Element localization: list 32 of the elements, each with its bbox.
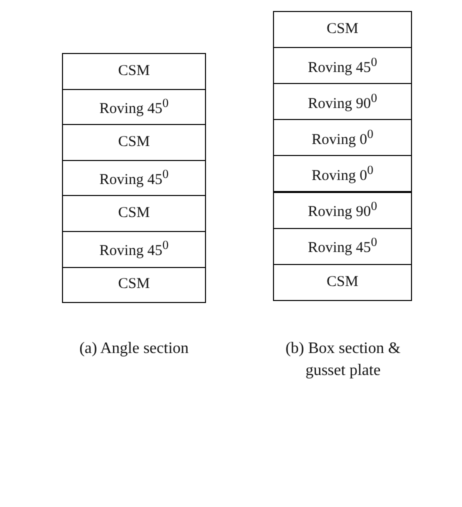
layer-box (62, 266, 206, 304)
layer-label: CSM (118, 134, 150, 151)
layer-box (273, 47, 412, 84)
layer-label: Roving 90$^{0}$ (308, 199, 378, 222)
layer-label: CSM (118, 62, 150, 80)
layer-label: Roving 0$^{0}$ (312, 126, 374, 149)
layer-box (62, 53, 206, 90)
layer-box (273, 192, 412, 229)
caption: (b) Box section & gusset plate (284, 339, 402, 381)
layer-label: CSM (118, 205, 150, 222)
layer-box (62, 195, 206, 232)
layer-box (273, 228, 412, 265)
layer-label: Roving 45$^{0}$ (308, 235, 378, 258)
layer-box (273, 119, 412, 156)
layer-box (62, 160, 206, 196)
layer-label: Roving 45$^{0}$ (99, 238, 169, 260)
layer-box (273, 155, 412, 192)
layer-box (62, 231, 206, 268)
layer-box (273, 11, 412, 48)
layer-box (273, 264, 412, 301)
layer-label: CSM (118, 276, 150, 294)
layer-label: Roving 45$^{0}$ (99, 167, 169, 190)
layer-box (62, 88, 206, 126)
layer-label: Roving 0$^{0}$ (312, 162, 374, 185)
caption: (a) Angle section (78, 339, 190, 359)
layer-label: CSM (326, 274, 358, 291)
layer-box (62, 124, 206, 161)
layer-label: Roving 90$^{0}$ (308, 90, 378, 113)
layer-box (273, 83, 412, 120)
layer-label: Roving 45$^{0}$ (308, 54, 378, 77)
layer-label: CSM (326, 21, 358, 38)
layer-label: Roving 45$^{0}$ (99, 96, 169, 118)
